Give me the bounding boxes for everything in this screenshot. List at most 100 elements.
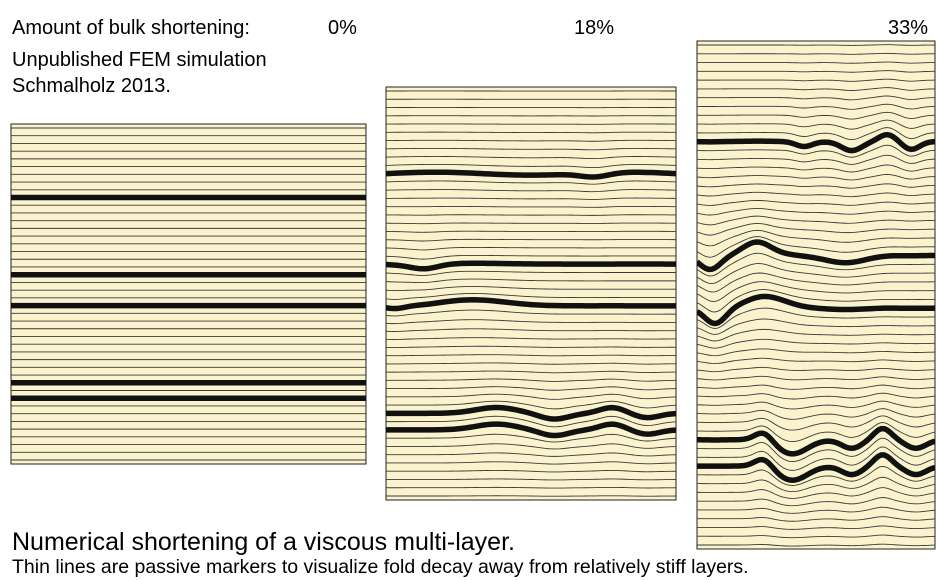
marker-line-p18 [386, 486, 676, 489]
stiff-layer-p18 [386, 404, 676, 422]
shortening-0-label: 0% [328, 17, 357, 39]
marker-line-p33 [697, 223, 935, 236]
marker-line-p33 [697, 207, 935, 216]
stiff-layer-p18 [386, 421, 676, 439]
marker-line-p18 [386, 246, 676, 251]
marker-line-p18 [386, 293, 676, 300]
marker-line-p33 [697, 78, 935, 82]
marker-line-p33 [697, 229, 935, 247]
marker-line-p18 [386, 139, 676, 142]
marker-line-p18 [386, 254, 676, 260]
marker-line-p18 [386, 180, 676, 185]
marker-line-p18 [386, 461, 676, 465]
marker-line-p33 [697, 154, 935, 165]
marker-line-p18 [386, 222, 676, 225]
marker-line-p33 [697, 281, 935, 302]
marker-line-p33 [697, 506, 935, 514]
marker-line-p18 [386, 362, 676, 365]
marker-line-p18 [386, 197, 676, 200]
caption-title: Numerical shortening of a viscous multi-… [12, 528, 515, 556]
marker-line-p18 [386, 478, 676, 481]
marker-line-p33 [697, 173, 935, 181]
marker-line-p33 [697, 127, 935, 141]
marker-line-p33 [697, 408, 935, 420]
stiff-layer-p33 [697, 239, 935, 273]
marker-line-p18 [386, 238, 676, 242]
marker-line-p33 [697, 318, 935, 335]
marker-line-p33 [697, 487, 935, 499]
panel-33-percent [696, 40, 936, 550]
marker-line-p18 [386, 378, 676, 382]
marker-line-p18 [386, 286, 676, 292]
marker-line-p33 [697, 497, 935, 507]
marker-line-p18 [386, 386, 676, 391]
marker-line-p33 [697, 534, 935, 539]
marker-line-p18 [386, 400, 676, 410]
marker-line-p33 [697, 375, 935, 381]
marker-line-p33 [697, 95, 935, 101]
shortening-label: Amount of bulk shortening: [12, 17, 250, 39]
marker-line-p18 [386, 345, 676, 349]
marker-line-p33 [697, 164, 935, 173]
marker-line-p18 [386, 147, 676, 151]
marker-line-p18 [386, 415, 676, 428]
marker-line-p18 [386, 328, 676, 332]
marker-line-p18 [386, 163, 676, 169]
marker-line-p33 [697, 289, 935, 313]
marker-line-p18 [386, 433, 676, 443]
stiff-layer-p18 [386, 169, 676, 180]
marker-line-p18 [386, 354, 676, 357]
marker-line-p33 [697, 392, 935, 400]
marker-line-p18 [386, 319, 676, 325]
marker-line-p33 [697, 543, 935, 547]
marker-line-p33 [697, 111, 935, 120]
credit-line-2: Schmalholz 2013. [12, 75, 171, 97]
marker-line-p33 [697, 328, 935, 342]
marker-line-p18 [386, 230, 676, 233]
marker-line-p33 [697, 338, 935, 349]
stiff-layer-p18 [386, 297, 676, 312]
marker-line-p18 [386, 131, 676, 134]
marker-line-p33 [697, 103, 935, 110]
marker-line-p18 [386, 337, 676, 340]
marker-line-p33 [697, 236, 935, 258]
marker-line-p33 [697, 61, 935, 64]
marker-line-p33 [697, 384, 935, 390]
marker-line-p18 [386, 278, 676, 284]
marker-line-p33 [697, 525, 935, 530]
marker-line-p33 [697, 252, 935, 277]
credit-line-1: Unpublished FEM simulation [12, 49, 267, 71]
shortening-33-label: 33% [888, 17, 929, 39]
caption-subtitle: Thin lines are passive markers to visual… [12, 556, 749, 578]
marker-line-p33 [697, 476, 935, 493]
marker-line-p33 [697, 263, 935, 285]
marker-line-p18 [386, 205, 676, 208]
marker-line-p18 [386, 443, 676, 450]
panel-18-percent [385, 86, 677, 501]
marker-line-p33 [697, 144, 935, 158]
marker-line-p33 [697, 44, 935, 46]
marker-line-p18 [386, 469, 676, 473]
marker-line-p33 [697, 400, 935, 410]
marker-line-p18 [386, 270, 676, 276]
panel-0-percent [10, 123, 367, 465]
marker-line-p33 [697, 437, 935, 463]
stiff-layer-p33 [697, 452, 935, 483]
marker-line-p33 [697, 516, 935, 522]
marker-line-p18 [386, 393, 676, 400]
marker-line-p33 [697, 366, 935, 373]
marker-line-p33 [697, 191, 935, 198]
marker-line-p18 [386, 189, 676, 193]
marker-line-p18 [386, 370, 676, 374]
marker-line-p33 [697, 70, 935, 73]
marker-line-p33 [697, 183, 935, 189]
marker-line-p33 [697, 119, 935, 130]
marker-line-p33 [697, 415, 935, 431]
marker-line-p33 [697, 52, 935, 55]
marker-line-p33 [697, 215, 935, 226]
marker-line-p18 [386, 156, 676, 160]
stiff-layer-p33 [697, 131, 935, 154]
marker-line-p33 [697, 87, 935, 91]
